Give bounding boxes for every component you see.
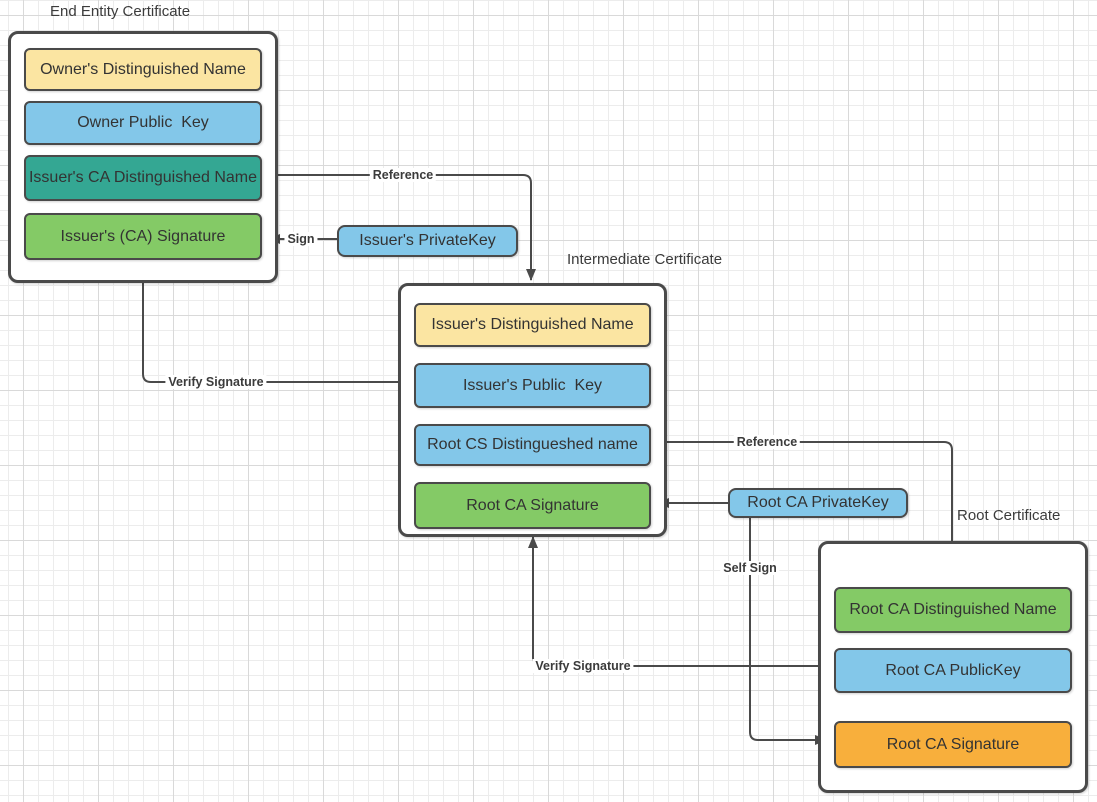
root-certificate-box: Root CA Distinguished Name Root CA Publi… — [818, 541, 1088, 793]
intermediate-certificate-box: Issuer's Distinguished Name Issuer's Pub… — [398, 283, 667, 537]
root-certificate-title: Root Certificate — [957, 507, 1061, 524]
verify-signature-connector-2 — [528, 536, 832, 667]
field-root-ca-public-key: Root CA PublicKey — [834, 648, 1072, 693]
sign-label: Sign — [284, 232, 318, 246]
self-sign-label: Self Sign — [720, 561, 780, 575]
field-owners-distinguished-name: Owner's Distinguished Name — [24, 48, 262, 91]
root-ca-private-key-box: Root CA PrivateKey — [728, 488, 908, 518]
field-issuers-ca-signature: Issuer's (CA) Signature — [24, 213, 262, 260]
end-entity-certificate-title: End Entity Certificate — [50, 3, 191, 20]
issuers-private-key-box: Issuer's PrivateKey — [337, 225, 518, 257]
end-entity-certificate-box: Owner's Distinguished Name Owner Public … — [8, 31, 278, 283]
reference-label-1: Reference — [369, 168, 437, 182]
field-issuers-distinguished-name: Issuer's Distinguished Name — [414, 303, 651, 347]
field-issuers-public-key: Issuer's Public Key — [414, 363, 651, 408]
field-root-ca-signature-intermediate: Root CA Signature — [414, 482, 651, 529]
verify-signature-label-1: Verify Signature — [165, 375, 267, 389]
field-root-cs-distingueshed-name: Root CS Distingueshed name — [414, 424, 651, 466]
self-sign-connector — [749, 518, 827, 745]
field-root-ca-signature-root: Root CA Signature — [834, 721, 1072, 768]
field-issuers-ca-distinguished-name: Issuer's CA Distinguished Name — [24, 155, 262, 201]
intermediate-certificate-title: Intermediate Certificate — [567, 251, 723, 268]
reference-label-2: Reference — [733, 435, 801, 449]
field-owner-public-key: Owner Public Key — [24, 101, 262, 145]
verify-signature-label-2: Verify Signature — [532, 659, 634, 673]
field-root-ca-distinguished-name: Root CA Distinguished Name — [834, 587, 1072, 633]
